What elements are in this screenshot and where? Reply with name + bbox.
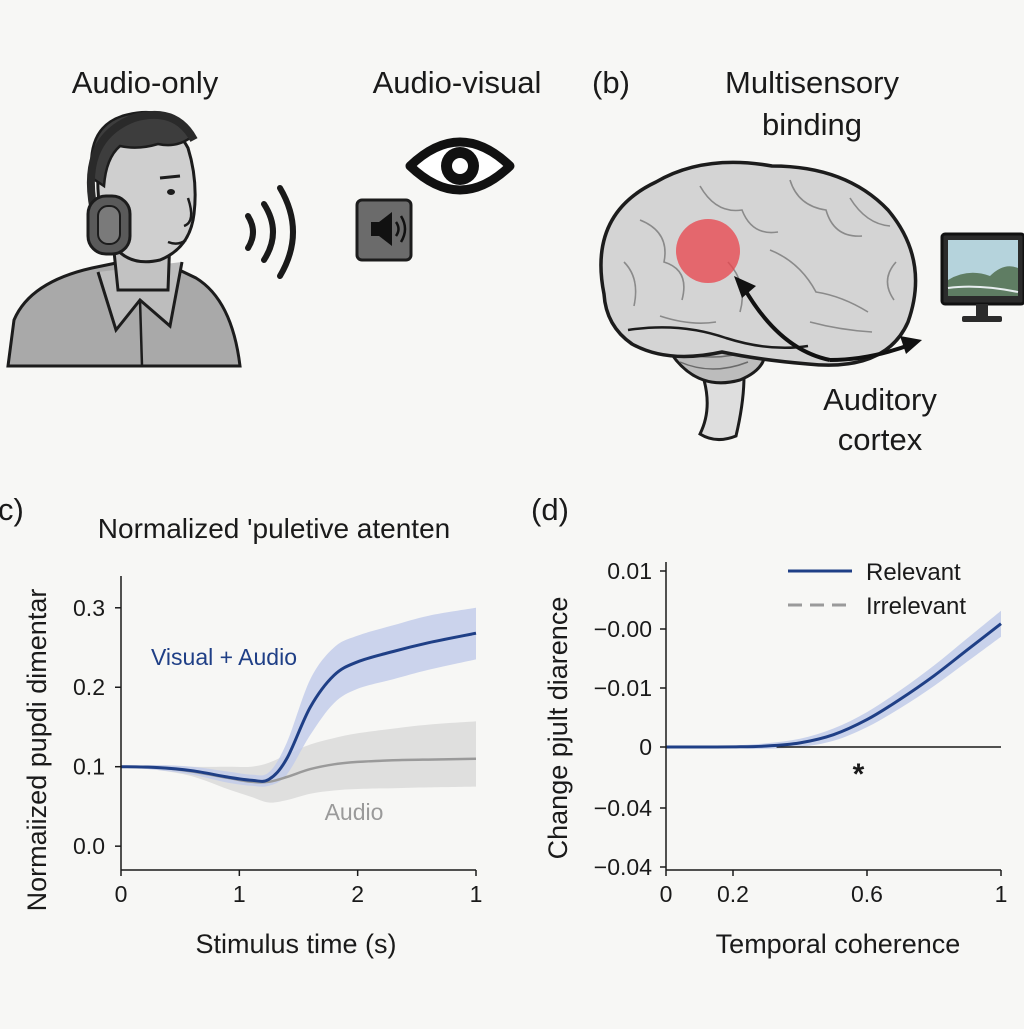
panel-c-y-axis-label: Normaiized pupdi dimentar	[22, 589, 52, 912]
arrow-head-monitor	[900, 336, 922, 354]
y-tick-label: 0	[639, 734, 652, 760]
panel-b-title-line1: Multisensory	[725, 65, 899, 100]
y-tick-label: 0.3	[73, 595, 105, 621]
panel-c-plot: 0.0 0.1 0.2 0.3 0 1 2 1	[73, 576, 482, 907]
panel-c: c) Normalized 'puletive atenten Normaiiz…	[0, 492, 482, 959]
panel-a: Audio-only Audio-visual	[6, 65, 542, 368]
eye-icon	[405, 137, 515, 195]
audio-only-label: Audio-only	[72, 65, 219, 100]
auditory-cortex-hotspot	[676, 219, 740, 283]
audio-visual-label: Audio-visual	[373, 65, 542, 100]
panel-c-title: Normalized 'puletive atenten	[98, 513, 450, 544]
panel-d: (d) Change pjult diarence Temporal coher…	[531, 492, 1007, 959]
panel-d-y-axis-label: Change pjult diarence	[543, 597, 573, 860]
auditory-cortex-label-line1: Auditory	[823, 382, 937, 417]
x-tick-label: 0	[115, 881, 128, 907]
y-tick-label: −0.01	[594, 675, 652, 701]
series-label-visual-audio: Visual + Audio	[151, 644, 297, 670]
series-line-visual-audio	[120, 631, 477, 783]
monitor-icon	[940, 232, 1024, 322]
significance-marker: *	[853, 758, 865, 791]
series-label-audio: Audio	[325, 799, 384, 825]
x-tick-label: 1	[233, 881, 246, 907]
panel-c-x-axis-label: Stimulus time (s)	[195, 929, 396, 959]
panel-d-legend: Relevant Irrelevant	[788, 559, 966, 620]
panel-d-letter: (d)	[531, 492, 569, 527]
panel-b-title-line2: binding	[762, 107, 862, 142]
x-tick-label: 2	[351, 881, 364, 907]
series-band-relevant	[666, 610, 1001, 749]
person-listener-icon	[6, 110, 242, 368]
x-tick-label: 1	[995, 881, 1008, 907]
x-tick-label: 0	[660, 881, 673, 907]
speaker-icon	[355, 198, 413, 262]
y-tick-label: 0.2	[73, 674, 105, 700]
panel-c-letter: c)	[0, 492, 24, 527]
series-line-relevant	[665, 622, 1002, 749]
legend-label-relevant: Relevant	[866, 559, 961, 586]
y-tick-label: −0.04	[594, 795, 652, 821]
panel-b-letter: (b)	[592, 65, 630, 100]
panel-d-x-axis-label: Temporal coherence	[716, 929, 961, 959]
y-tick-label: 0.01	[607, 558, 652, 584]
x-tick-label: 0.6	[851, 881, 883, 907]
y-tick-label: −0.04	[594, 854, 652, 880]
y-tick-label: 0.0	[73, 833, 105, 859]
binding-arrow	[742, 286, 913, 362]
panel-b: (b) Multisensory binding	[592, 65, 1024, 457]
x-tick-label: 0.2	[717, 881, 749, 907]
auditory-cortex-label-line2: cortex	[838, 422, 923, 457]
y-tick-label: −0.00	[594, 616, 652, 642]
arrow-head-brain	[734, 276, 756, 298]
legend-label-irrelevant: Irrelevant	[866, 593, 966, 620]
panel-d-plot: 0.01 −0.00 −0.01 0 −0.04 −0.04 0 0.2 0.6 1 *	[594, 558, 1008, 907]
x-tick-label: 1	[470, 881, 483, 907]
y-tick-label: 0.1	[73, 754, 105, 780]
sound-waves-icon	[245, 185, 296, 279]
series-band-audio	[121, 721, 476, 803]
